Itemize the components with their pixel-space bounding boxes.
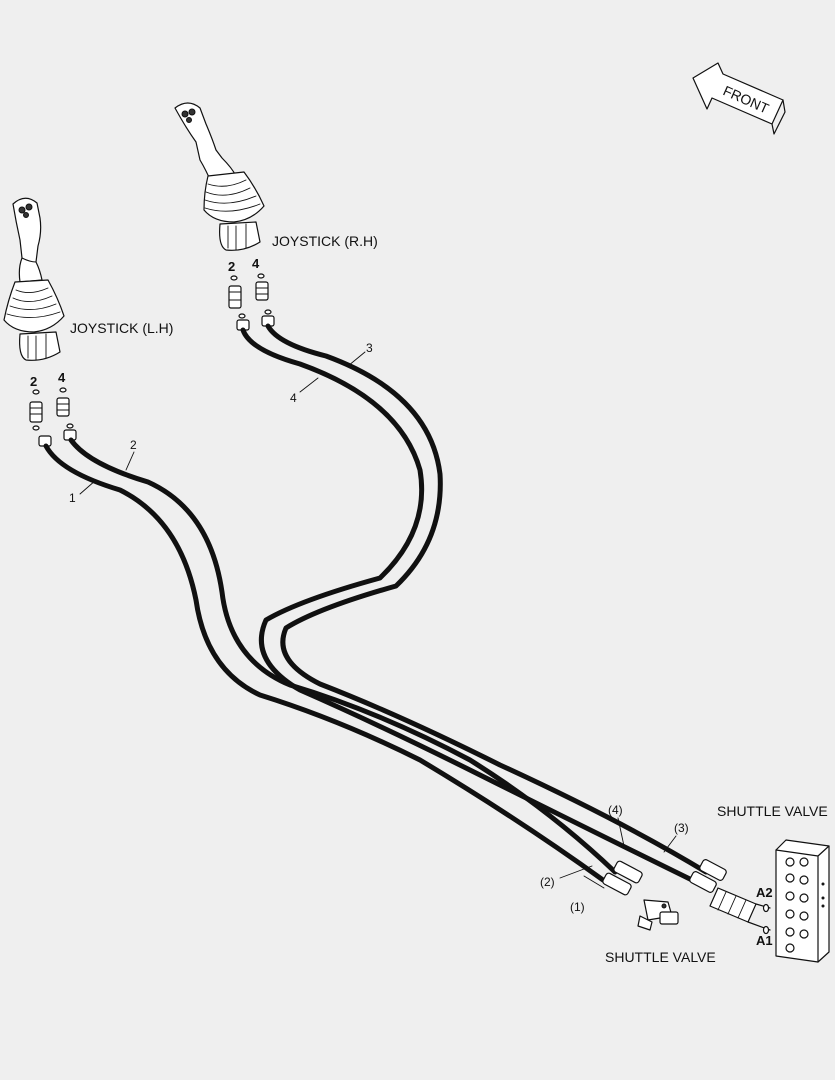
shuttle-valve-upper-icon: [689, 859, 771, 935]
port-a1-label: A1: [756, 933, 773, 948]
shuttle-valve-bottom-label: SHUTTLE VALVE: [605, 949, 716, 965]
hose-p3-callout: (3): [674, 821, 689, 835]
joystick-lh-label: JOYSTICK (L.H): [70, 320, 173, 336]
hose-1-callout: 1: [69, 491, 76, 505]
joystick-lh-icon: [3, 197, 65, 361]
shuttle-valve-top-label: SHUTTLE VALVE: [717, 803, 828, 819]
rh-port-4-label: 4: [252, 256, 260, 271]
hose-p4-callout: (4): [608, 803, 623, 817]
lh-port-2-label: 2: [30, 374, 37, 389]
lh-port-4-label: 4: [58, 370, 66, 385]
hose-p1-callout: (1): [570, 900, 585, 914]
hose-4-callout: 4: [290, 391, 297, 405]
front-arrow-icon: [692, 62, 786, 135]
hoses: [43, 323, 709, 885]
hose-2-callout: 2: [130, 438, 137, 452]
port-a2-label: A2: [756, 885, 773, 900]
joystick-rh-icon: [174, 102, 265, 251]
joystick-rh-label: JOYSTICK (R.H): [272, 233, 378, 249]
shuttle-valve-lower-icon: [602, 860, 679, 931]
control-valve-block-icon: [775, 839, 830, 963]
lh-fittings-icon: [29, 387, 77, 447]
hose-3-callout: 3: [366, 341, 373, 355]
hose-p2-callout: (2): [540, 875, 555, 889]
rh-fittings-icon: [228, 273, 275, 331]
rh-port-2-label: 2: [228, 259, 235, 274]
